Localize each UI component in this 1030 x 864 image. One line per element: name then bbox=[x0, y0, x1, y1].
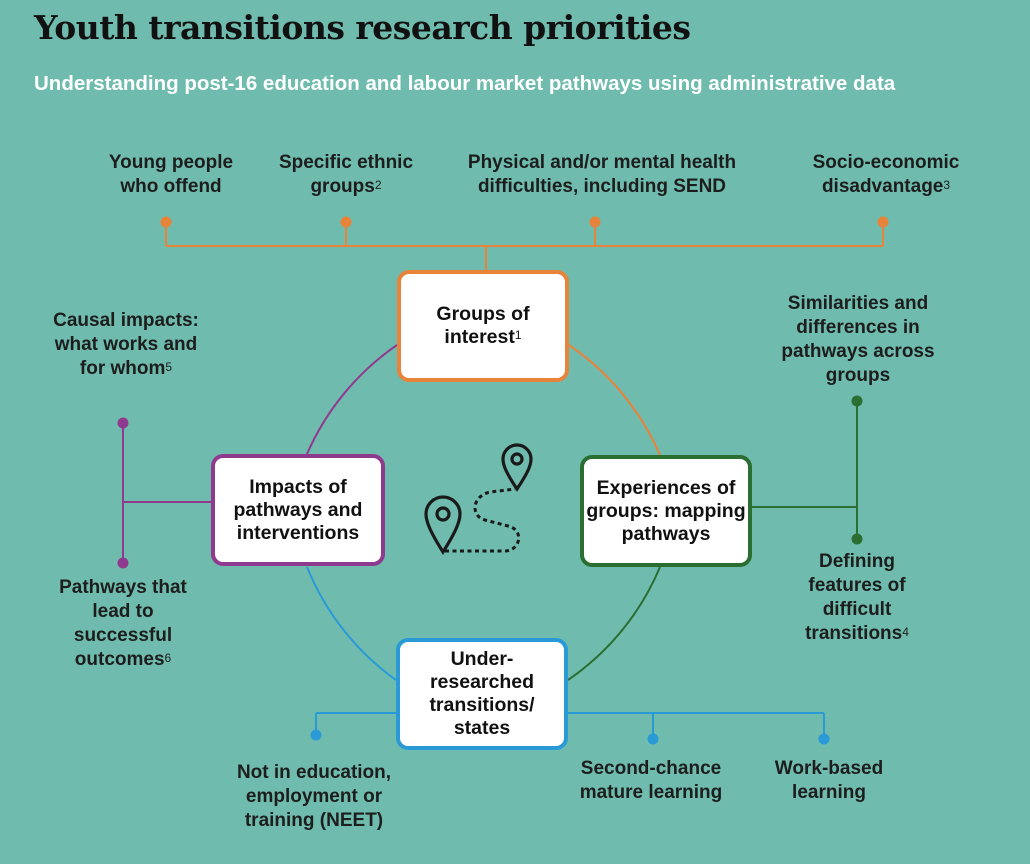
page-title: Youth transitions research priorities bbox=[34, 8, 691, 47]
experiences-dot-1 bbox=[851, 395, 863, 407]
groups-item-offend-label: Young people who offend bbox=[108, 152, 234, 197]
node-groups-footnote: 1 bbox=[514, 328, 522, 342]
node-groups-of-interest: Groups of interest1 bbox=[397, 270, 569, 382]
arc-under-to-impacts bbox=[306, 566, 397, 681]
arc-groups-to-experiences bbox=[568, 344, 661, 456]
under-item-neet-label: Not in education, employment or training… bbox=[236, 762, 392, 831]
impacts-item-causal: Causal impacts: what works and for whom5 bbox=[42, 309, 210, 381]
impacts-item-pathways-footnote: 6 bbox=[164, 651, 172, 665]
experiences-item-similarities-label: Similarities and differences in pathways… bbox=[781, 293, 935, 386]
impacts-item-pathways-label: Pathways that lead to successful outcome… bbox=[59, 577, 187, 670]
experiences-item-defining: Defining features of difficult transitio… bbox=[786, 550, 928, 646]
under-item-work-based: Work-based learning bbox=[760, 757, 898, 805]
groups-item-ethnic-footnote: 2 bbox=[374, 178, 382, 192]
node-experiences: Experiences of groups: mapping pathways bbox=[580, 455, 752, 567]
node-groups-label: Groups of interest bbox=[436, 303, 530, 348]
impacts-item-pathways: Pathways that lead to successful outcome… bbox=[44, 576, 202, 672]
node-impacts-label: Impacts of pathways and interventions bbox=[233, 475, 363, 544]
node-under-researched: Under-researched transitions/ states bbox=[396, 638, 568, 750]
under-item-second-chance-label: Second-chance mature learning bbox=[579, 758, 723, 803]
groups-dot-2 bbox=[340, 216, 352, 228]
under-item-neet: Not in education, employment or training… bbox=[222, 761, 406, 833]
experiences-item-defining-footnote: 4 bbox=[902, 625, 909, 639]
arc-experiences-to-under bbox=[567, 566, 661, 681]
node-experiences-label: Experiences of groups: mapping pathways bbox=[586, 476, 746, 545]
groups-item-disadvantage: Socio-economic disadvantage3 bbox=[796, 151, 976, 199]
page-subtitle: Understanding post-16 education and labo… bbox=[34, 72, 896, 95]
node-impacts: Impacts of pathways and interventions bbox=[211, 454, 385, 566]
groups-item-ethnic-label: Specific ethnic groups bbox=[278, 152, 414, 197]
under-dot-1 bbox=[310, 729, 322, 741]
groups-dot-4 bbox=[877, 216, 889, 228]
groups-item-ethnic: Specific ethnic groups2 bbox=[262, 151, 430, 199]
node-under-researched-label: Under-researched transitions/ states bbox=[429, 648, 535, 739]
groups-item-health: Physical and/or mental health difficulti… bbox=[447, 151, 757, 199]
map-route-pins-icon bbox=[424, 443, 533, 555]
groups-item-health-label: Physical and/or mental health difficulti… bbox=[467, 152, 737, 197]
impacts-dot-2 bbox=[117, 557, 129, 569]
groups-item-disadvantage-label: Socio-economic disadvantage bbox=[812, 152, 960, 197]
groups-item-offend: Young people who offend bbox=[96, 151, 246, 199]
impacts-item-causal-footnote: 5 bbox=[165, 360, 173, 374]
under-dot-2 bbox=[647, 733, 659, 745]
experiences-dot-2 bbox=[851, 533, 863, 545]
impacts-item-causal-label: Causal impacts: what works and for whom bbox=[53, 310, 199, 379]
under-item-work-based-label: Work-based learning bbox=[774, 758, 884, 803]
groups-dot-1 bbox=[160, 216, 172, 228]
impacts-dot-1 bbox=[117, 417, 129, 429]
experiences-item-defining-label: Defining features of difficult transitio… bbox=[805, 551, 906, 644]
groups-item-disadvantage-footnote: 3 bbox=[943, 178, 951, 192]
experiences-item-similarities: Similarities and differences in pathways… bbox=[770, 292, 946, 388]
under-dot-3 bbox=[818, 733, 830, 745]
arc-impacts-to-groups bbox=[306, 344, 398, 455]
under-item-second-chance: Second-chance mature learning bbox=[565, 757, 737, 805]
groups-dot-3 bbox=[589, 216, 601, 228]
